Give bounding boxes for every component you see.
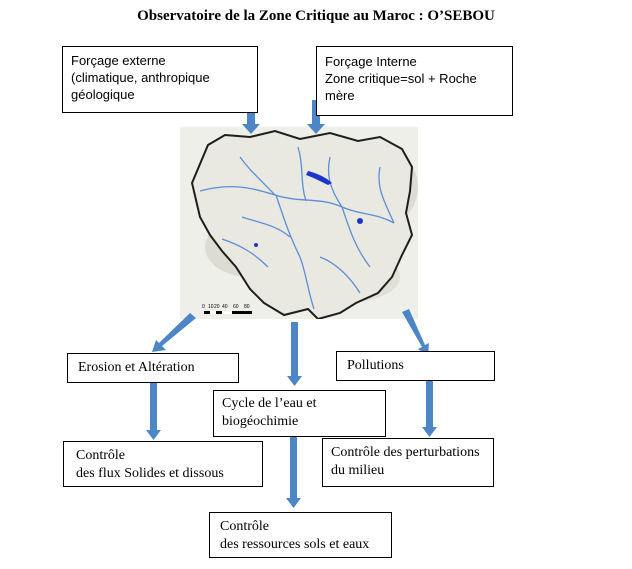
- scale-label: 80: [244, 304, 250, 310]
- arrow-internal-to-map: [307, 100, 325, 134]
- box-text: mère: [325, 88, 355, 103]
- scale-label: 0: [202, 304, 205, 310]
- scale-label: 20: [214, 304, 220, 310]
- basin-outline: [190, 129, 414, 319]
- arrow-map-to-pollution: [402, 309, 429, 356]
- arrow-pollution-to-disturbance: [422, 381, 437, 437]
- water-cycle-box: Cycle de l’eau et biogéochimie: [213, 390, 386, 437]
- arrow-external-to-map: [242, 100, 260, 134]
- river: [239, 156, 276, 196]
- river: [275, 194, 315, 310]
- disturbance-control-box: Contrôle des perturbations du milieu: [322, 438, 494, 487]
- box-text: géologique: [71, 87, 135, 102]
- lake: [254, 243, 258, 247]
- internal-forcing-box: Forçage Interne Zone critique=sol + Roch…: [316, 46, 513, 116]
- box-text: Erosion et Altération: [78, 360, 195, 375]
- scale-label: 60: [233, 304, 239, 310]
- river: [378, 166, 395, 224]
- scale-bar-segment: [210, 311, 216, 314]
- solid-flux-control-box: Contrôle des flux Solides et dissous: [63, 441, 263, 487]
- river: [341, 206, 371, 268]
- arrow-cycle-to-resources: [286, 437, 301, 508]
- box-text: Zone critique=sol + Roche: [325, 71, 477, 86]
- box-text: des ressources sols et eaux: [220, 537, 370, 552]
- box-text: Contrôle: [76, 448, 125, 463]
- arrow-map-to-cycle: [287, 322, 302, 386]
- box-text: Forçage Interne: [325, 54, 417, 69]
- external-forcing-box: Forçage externe (climatique, anthropique…: [62, 46, 258, 113]
- scale-bar-segment: [222, 311, 232, 314]
- box-text: Forçage externe: [71, 53, 166, 68]
- river: [241, 216, 291, 238]
- river: [319, 256, 361, 294]
- box-text: (climatique, anthropique: [71, 70, 210, 85]
- scale-label: 10: [208, 304, 214, 310]
- river-network: [199, 146, 395, 310]
- box-text: biogéochimie: [222, 414, 299, 429]
- box-text: des flux Solides et dissous: [76, 466, 224, 481]
- scale-label: 40: [222, 304, 228, 310]
- lake: [306, 171, 332, 185]
- box-text: Contrôle des perturbations: [331, 445, 480, 460]
- box-text: du milieu: [331, 463, 385, 478]
- sebou-basin-map: 0 10 20 40 60 80: [180, 127, 418, 319]
- box-text: Contrôle: [220, 519, 269, 534]
- page-title: Observatoire de la Zone Critique au Maro…: [137, 8, 495, 24]
- arrow-erosion-to-flux: [146, 383, 161, 440]
- resources-control-box: Contrôle des ressources sols et eaux: [209, 512, 392, 558]
- river: [297, 146, 307, 202]
- lake: [357, 218, 363, 224]
- pollution-box: Pollutions: [336, 351, 495, 381]
- box-text: Cycle de l’eau et: [222, 396, 317, 411]
- river: [221, 238, 269, 268]
- box-text: Pollutions: [347, 358, 404, 373]
- erosion-box: Erosion et Altération: [67, 353, 239, 383]
- arrow-map-to-erosion: [152, 313, 196, 352]
